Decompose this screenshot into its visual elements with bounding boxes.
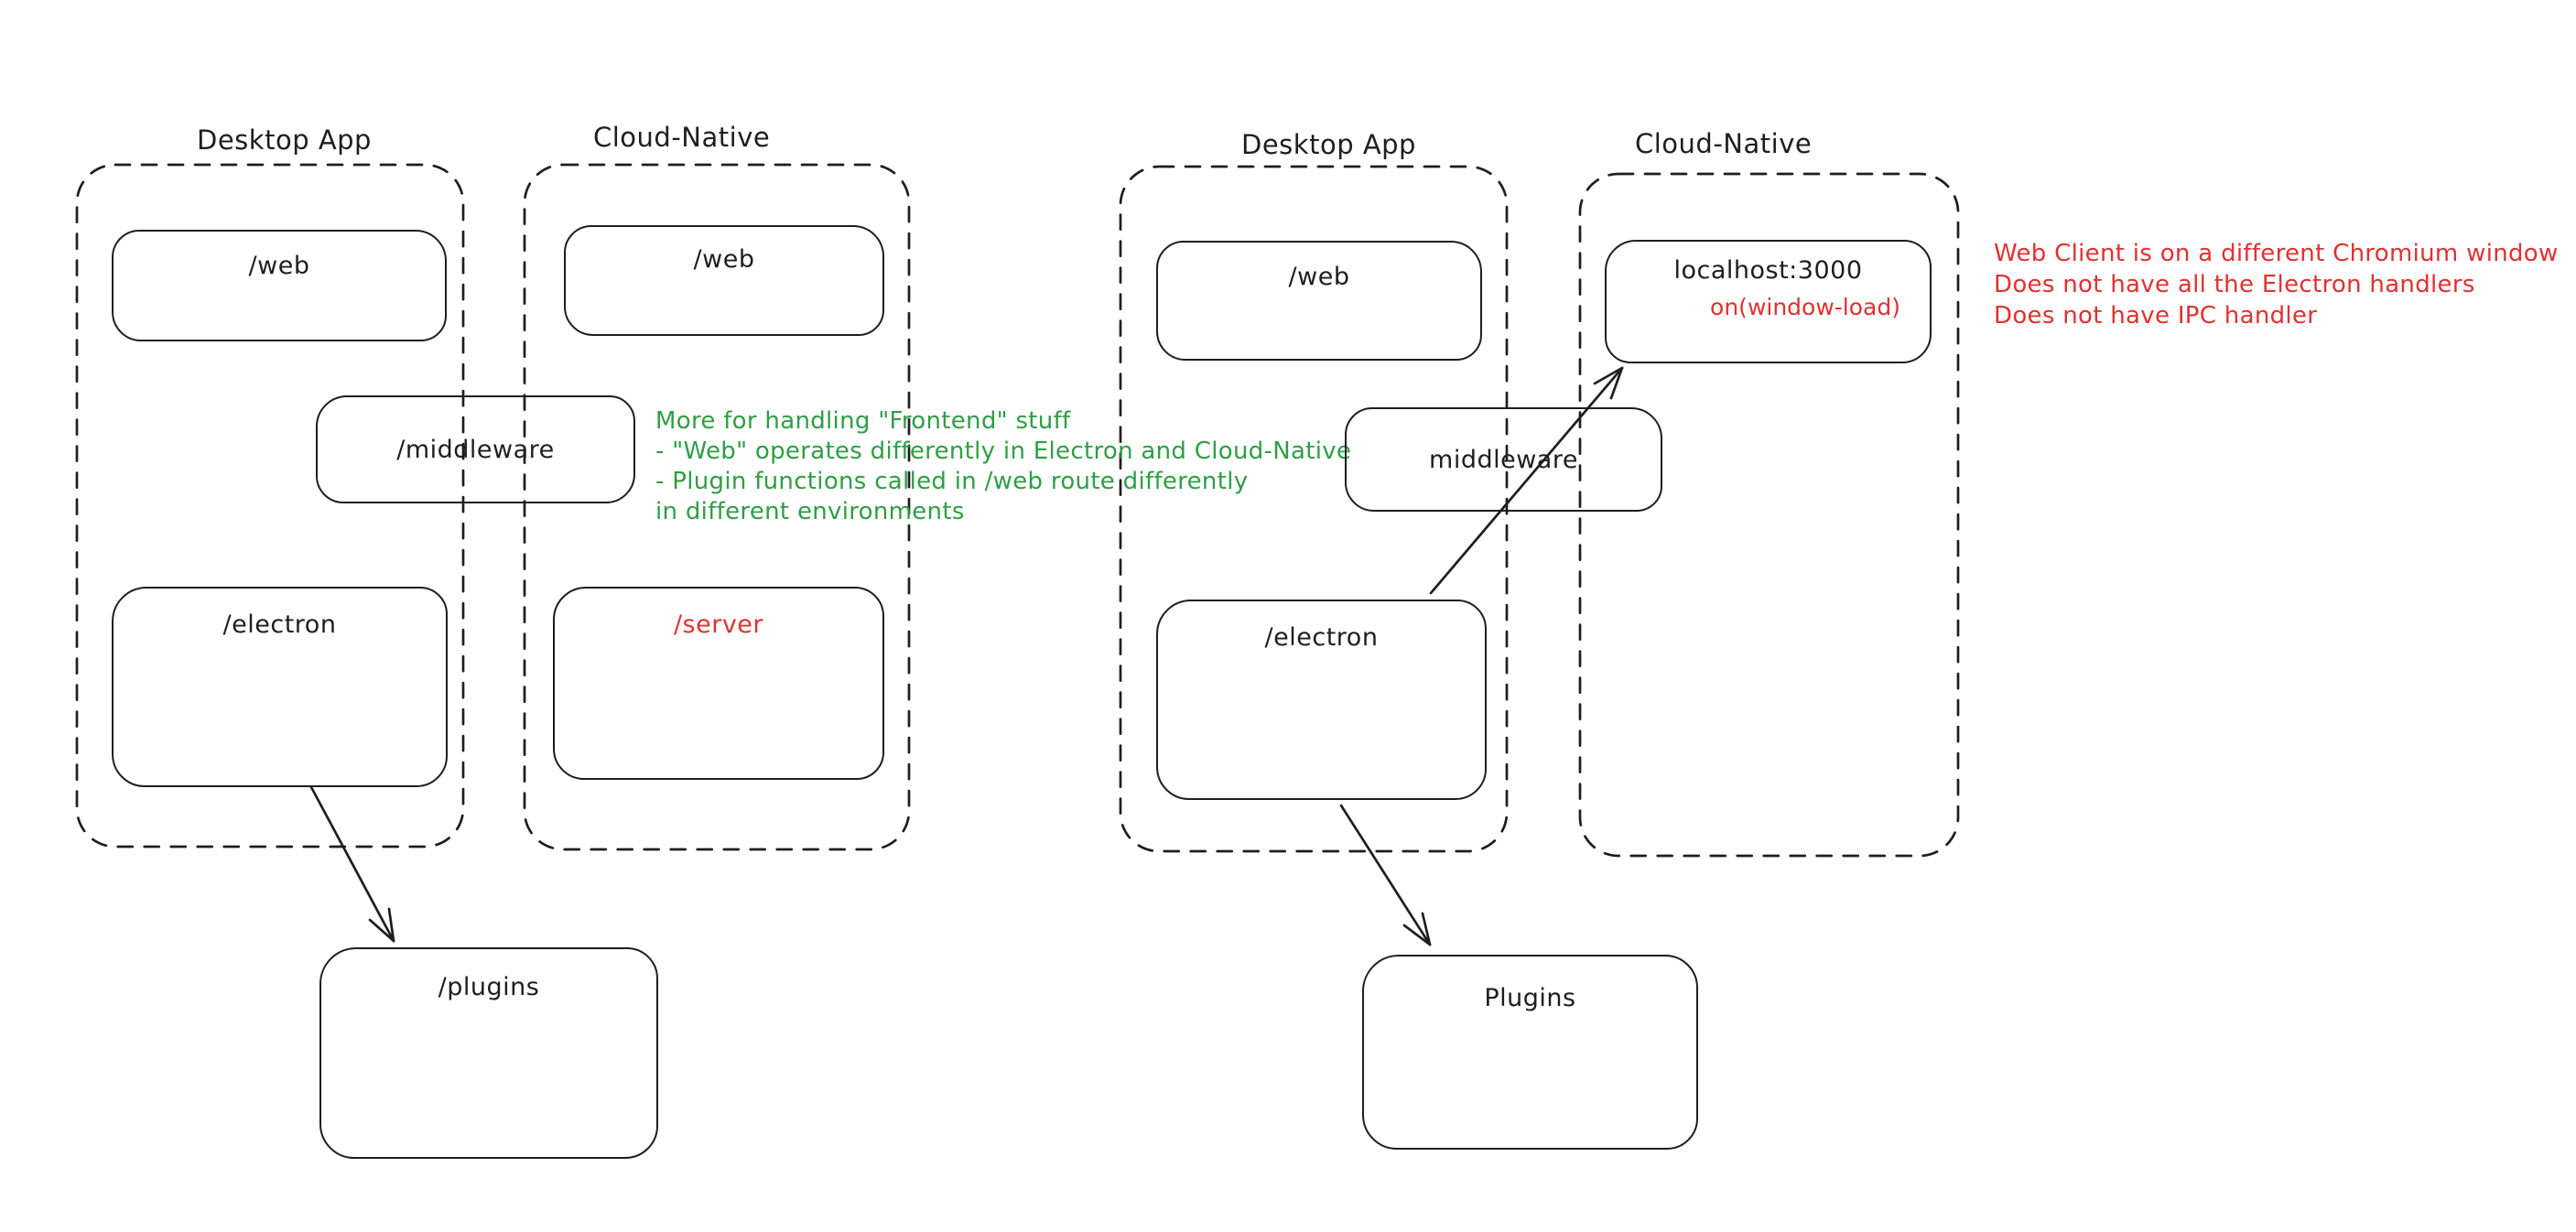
localhost-box: localhost:3000 on(window-load) [1605, 240, 1932, 363]
arrow-electron-to-plugins-left [309, 785, 395, 943]
left-web-cloud-label: /web [693, 245, 755, 274]
right-cloud-native-title: Cloud-Native [1635, 128, 1813, 159]
right-web-desktop-label: /web [1288, 263, 1350, 291]
green-annotation-line: - "Web" operates differently in Electron… [655, 438, 1352, 465]
left-web-cloud-box: /web [564, 225, 884, 336]
left-server-box: /server [553, 587, 884, 780]
right-desktop-app-container [1119, 165, 1509, 853]
left-cloud-native-container [523, 163, 911, 851]
localhost-label: localhost:3000 [1673, 256, 1863, 285]
left-server-label: /server [673, 611, 764, 639]
arrow-electron-to-plugins-right [1339, 804, 1432, 946]
left-web-desktop-label: /web [248, 252, 310, 280]
left-plugins-label: /plugins [438, 973, 540, 1001]
right-desktop-app-title: Desktop App [1241, 129, 1416, 160]
right-electron-label: /electron [1264, 623, 1379, 652]
red-annotation-line: Does not have all the Electron handlers [1994, 271, 2475, 298]
green-annotation: More for handling "Frontend" stuff - "We… [655, 406, 1351, 527]
right-plugins-label: Plugins [1484, 984, 1576, 1012]
red-annotation: Web Client is on a different Chromium wi… [1994, 238, 2559, 331]
red-annotation-line: Does not have IPC handler [1994, 302, 2318, 330]
green-annotation-line: - Plugin functions called in /web route … [655, 468, 1249, 495]
right-web-desktop-box: /web [1156, 241, 1482, 361]
left-middleware-box: /middleware [316, 395, 635, 503]
left-desktop-app-title: Desktop App [197, 124, 372, 156]
left-electron-label: /electron [222, 611, 337, 639]
right-middleware-box: middleware [1345, 407, 1662, 512]
red-annotation-line: Web Client is on a different Chromium wi… [1994, 240, 2559, 267]
green-annotation-line: in different environments [655, 498, 965, 525]
right-plugins-box: Plugins [1362, 955, 1698, 1150]
arrow-electron-to-localhost [1429, 366, 1624, 595]
right-electron-box: /electron [1156, 600, 1487, 800]
on-window-load-label: on(window-load) [1710, 294, 1900, 320]
left-cloud-native-title: Cloud-Native [593, 122, 771, 153]
left-web-desktop-box: /web [112, 230, 447, 341]
right-middleware-label: middleware [1429, 445, 1578, 474]
left-plugins-box: /plugins [319, 947, 658, 1159]
right-cloud-native-container [1578, 172, 1960, 858]
left-desktop-app-container [75, 163, 465, 848]
left-middleware-label: /middleware [396, 435, 555, 464]
green-annotation-line: More for handling "Frontend" stuff [655, 407, 1071, 435]
left-electron-box: /electron [112, 587, 448, 787]
